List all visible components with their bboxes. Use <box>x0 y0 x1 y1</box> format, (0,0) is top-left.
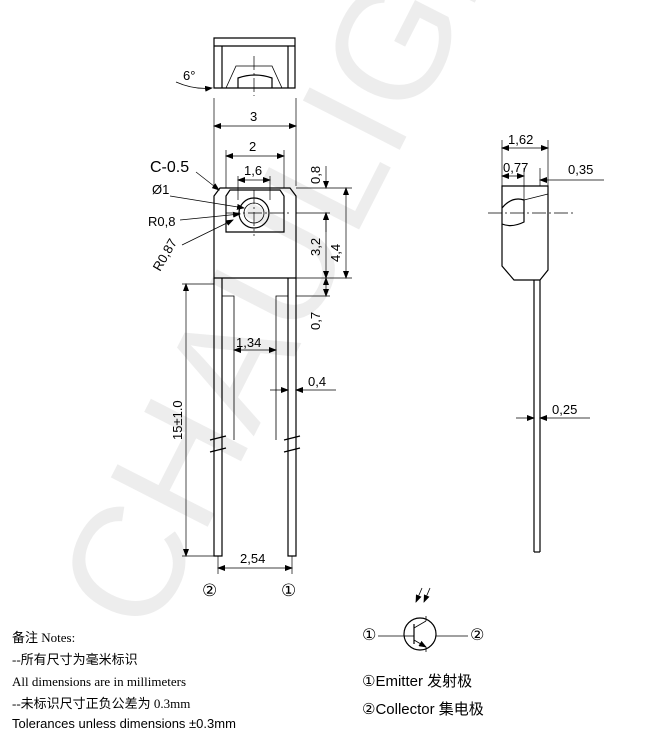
notes-line1-en: All dimensions are in millimeters <box>12 674 186 689</box>
dim-pitch: 2,54 <box>240 551 265 566</box>
notes-line2-cn: --未标识尺寸正负公差为 0.3mm <box>12 696 190 711</box>
notes-line2-en: Tolerances unless dimensions ±0.3mm <box>12 716 236 731</box>
dim-width-mid: 2 <box>249 139 256 154</box>
dim-depth: 1,62 <box>508 132 533 147</box>
dim-lens-dia: 1,6 <box>244 163 262 178</box>
legend-collector: ②Collector 集电极 <box>362 701 484 718</box>
dim-lead-offset: 0,7 <box>308 312 323 330</box>
dim-lead-length: 15±1.0 <box>170 400 185 440</box>
pin-label-1: ① <box>281 581 296 600</box>
dim-lead-thickness: 0,25 <box>552 402 577 417</box>
dim-lead-gap: 1,34 <box>236 335 261 350</box>
angle-label: 6° <box>183 68 195 83</box>
phototransistor-symbol: ① ② <box>362 587 484 652</box>
side-view: 1,62 0,77 0,35 0,25 <box>488 132 604 553</box>
notes-block: 备注 Notes: --所有尺寸为毫米标识 All dimensions are… <box>12 630 236 731</box>
label-chamfer: C-0.5 <box>150 159 189 176</box>
label-r1: R0,8 <box>148 214 175 229</box>
dim-lens-height: 3,2 <box>308 238 323 256</box>
dim-lead-width: 0,4 <box>308 374 326 389</box>
legend-emitter: ①Emitter 发射极 <box>362 673 472 690</box>
top-view: 6° <box>175 37 296 96</box>
front-view: 3 2 1,6 C-0.5 Ø1 R0,8 R0,87 0,8 3,2 4,4 <box>148 98 352 600</box>
dim-width-total: 3 <box>250 109 257 124</box>
dim-top-offset: 0,8 <box>308 166 323 184</box>
label-r2: R0,87 <box>150 236 180 274</box>
notes-title: 备注 Notes: <box>12 630 75 645</box>
pin-label-2: ② <box>202 581 217 600</box>
symbol-pin2: ② <box>470 627 484 644</box>
dim-back: 0,35 <box>568 162 593 177</box>
symbol-pin1: ① <box>362 627 376 644</box>
dim-front: 0,77 <box>503 160 528 175</box>
label-hole: Ø1 <box>152 182 169 197</box>
dim-body-height: 4,4 <box>328 244 343 262</box>
notes-line1-cn: --所有尺寸为毫米标识 <box>12 652 138 667</box>
